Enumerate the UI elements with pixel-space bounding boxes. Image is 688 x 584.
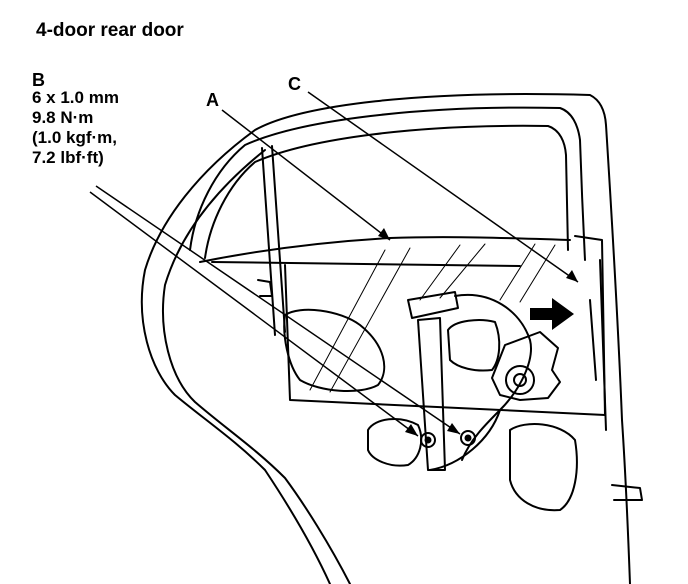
callout-label-c: C (288, 74, 301, 94)
inner-frame-top (211, 261, 521, 267)
panel-cutout-left (283, 308, 386, 393)
direction-arrow-icon (530, 298, 574, 330)
callout-label-a: A (206, 90, 219, 110)
regulator-top-bracket (407, 291, 459, 319)
bolt-size-text: 6 x 1.0 mm (32, 88, 119, 107)
leader-arrow-c (566, 270, 578, 282)
channel-rail (261, 147, 276, 336)
door-rear-edge (599, 259, 607, 431)
bolt-spec-b: 6 x 1.0 mm 9.8 N·m (1.0 kgf·m, 7.2 lbf·f… (32, 88, 119, 168)
panel-cutout-lower (367, 418, 423, 467)
leader-line-b-2 (95, 185, 461, 435)
callout-label-b: B (32, 70, 45, 90)
regulator-rail (417, 317, 446, 471)
regulator-cable (454, 293, 532, 461)
door-latch-bracket (611, 484, 643, 501)
torque-kgf-text: (1.0 kgf·m, (32, 128, 118, 147)
leader-line-a (221, 109, 391, 241)
regulator-lower-arc (429, 409, 501, 471)
channel-rail-inner (271, 145, 286, 333)
leader-line-c (307, 91, 579, 283)
regulator-bolt-left (420, 432, 436, 448)
panel-cutout-bottom (509, 423, 578, 512)
door-outer-trim (162, 149, 351, 584)
leader-arrow-b-2 (447, 423, 460, 434)
window-frame-inner (204, 124, 569, 259)
door-outer-panel (140, 93, 631, 584)
diagram-title: 4-door rear door (36, 20, 184, 41)
leader-line-b-1 (89, 191, 419, 437)
window-glass-edge (199, 236, 571, 263)
panel-cutout-middle (447, 319, 501, 372)
leader-arrow-a (378, 228, 390, 240)
regulator-motor-gear (505, 365, 535, 395)
window-frame (189, 106, 586, 261)
torque-lbf-text: 7.2 lbf·ft) (32, 148, 104, 167)
door-edge-detail (589, 299, 597, 381)
regulator-motor-housing (491, 331, 561, 401)
torque-nm-text: 9.8 N·m (32, 108, 94, 127)
door-side-tab (257, 279, 273, 297)
regulator-bolt-right (460, 430, 476, 446)
leader-arrow-b-1 (405, 424, 418, 436)
